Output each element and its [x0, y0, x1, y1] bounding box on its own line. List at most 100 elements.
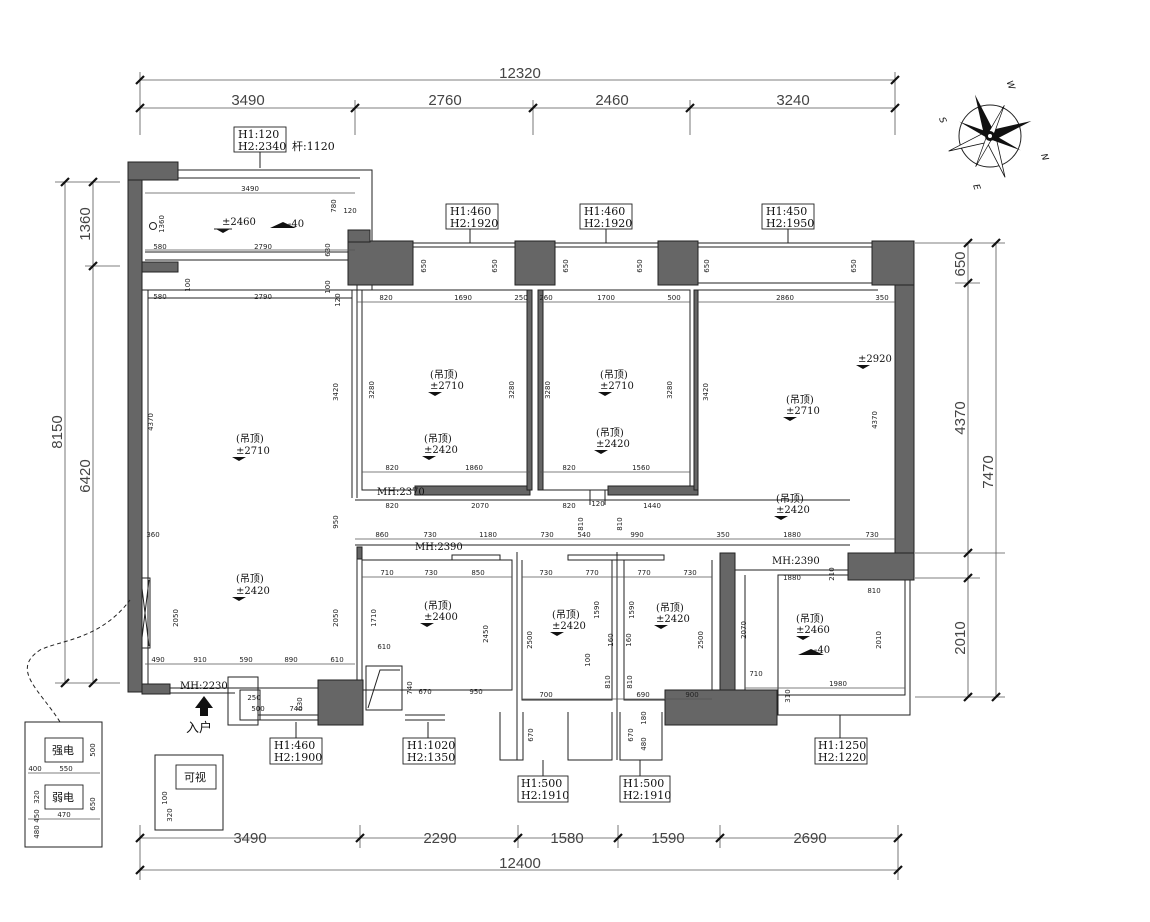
level-marker-icon — [232, 597, 246, 601]
small-dim: 670 — [527, 728, 535, 741]
small-dim: 610 — [330, 656, 343, 664]
small-dim: 650 — [89, 797, 97, 810]
small-dim: 180 — [640, 711, 648, 724]
small-dim: 650 — [491, 259, 499, 272]
small-dim: 810 — [626, 675, 634, 688]
small-dim: 120 — [343, 207, 356, 215]
entry-window-h2: H2:1900 — [274, 751, 322, 764]
small-dim: 650 — [850, 259, 858, 272]
level-marker-icon — [598, 392, 612, 396]
compass-north: N — [1038, 152, 1050, 162]
small-dim: 950 — [469, 688, 482, 696]
small-dim: 910 — [193, 656, 206, 664]
small-dim: 1180 — [479, 531, 497, 539]
small-dim: 740 — [406, 681, 414, 694]
right-dim-2: 4370 — [952, 401, 969, 434]
small-dim: 250 — [247, 694, 260, 702]
small-dim: 500 — [667, 294, 680, 302]
bath2-ceiling-label: (吊顶) — [656, 602, 684, 614]
right-total-dim: 7470 — [980, 455, 997, 488]
small-dim: 710 — [749, 670, 762, 678]
small-dim: 100 — [161, 791, 169, 804]
bottom-dim-1: 3490 — [233, 830, 266, 847]
level-marker-icon — [774, 516, 788, 520]
small-dim: 350 — [875, 294, 888, 302]
top-dimension-chain: 12320 3490 2760 2460 3240 — [135, 65, 900, 135]
kitchen-window-h2: H2:1350 — [407, 751, 455, 764]
left-dim-1: 1360 — [77, 207, 94, 240]
compass-west: W — [1004, 79, 1017, 92]
small-dim: 950 — [332, 515, 340, 528]
bath1-window-h2: H2:1910 — [521, 789, 569, 802]
small-dim: 4370 — [147, 413, 155, 431]
small-dim: 550 — [59, 765, 72, 773]
small-dim: 2070 — [740, 621, 748, 639]
right-dim-3: 2010 — [952, 621, 969, 654]
bed2-door-height: MH:2370 — [377, 487, 425, 498]
bed2-ceiling-label: (吊顶) — [430, 369, 458, 381]
small-dim: 3280 — [666, 381, 674, 399]
master-level-top: ±2710 — [786, 406, 820, 417]
small-dim: 690 — [636, 691, 649, 699]
bed2-window-h1: H1:460 — [450, 205, 491, 218]
small-dim: 820 — [385, 464, 398, 472]
kitchen-ceiling-label: (吊顶) — [424, 600, 452, 612]
weak-power-label: 弱电 — [52, 791, 74, 804]
small-dim: 900 — [685, 691, 698, 699]
small-dim: 1590 — [593, 601, 601, 619]
small-dim: 990 — [630, 531, 643, 539]
bottom-dim-3: 1580 — [550, 830, 583, 847]
door-heights: MH:2230 MH:2370 MH:2390 MH:2390 — [180, 487, 820, 692]
level-marker-icon — [796, 636, 810, 640]
small-dim: 3280 — [368, 381, 376, 399]
small-dim: 630 — [296, 697, 304, 710]
top-dim-4: 3240 — [776, 92, 809, 109]
small-dim: 120 — [591, 500, 604, 508]
small-dim: 1710 — [370, 609, 378, 627]
small-dim: 780 — [330, 199, 338, 212]
bath1-window-h1: H1:500 — [521, 777, 562, 790]
level-marker-icon — [654, 625, 668, 629]
small-dim: 820 — [379, 294, 392, 302]
kitchen-door-height: MH:2390 — [415, 542, 463, 553]
level-marker-icon — [594, 450, 608, 454]
small-dim: 820 — [562, 464, 575, 472]
compass-east: E — [970, 183, 981, 192]
small-dim: 730 — [539, 569, 552, 577]
kitchen-level: ±2400 — [424, 612, 458, 623]
level-marker-icon — [428, 392, 442, 396]
interior-lines — [139, 169, 911, 761]
master-window-h2: H2:1950 — [766, 217, 814, 230]
small-dim: 890 — [284, 656, 297, 664]
top-dim-2: 2760 — [428, 92, 461, 109]
bath1-ceiling-label: (吊顶) — [552, 609, 580, 621]
level-marker-icon — [232, 457, 246, 461]
entrance-arrow-icon — [195, 696, 213, 716]
small-dim: 100 — [184, 278, 192, 291]
small-dim: 650 — [703, 259, 711, 272]
small-dim: 500 — [251, 705, 264, 713]
electrical-panel: 强电 弱电 可视 — [24, 599, 224, 848]
small-dim: 730 — [424, 569, 437, 577]
small-dim: 450 — [33, 809, 41, 822]
small-dim: 1860 — [465, 464, 483, 472]
small-dim: 770 — [585, 569, 598, 577]
small-dimensions: 3490 1360 780 120 580 2790 630 100 580 2… — [28, 185, 905, 839]
small-dim: 820 — [385, 502, 398, 510]
top-dim-1: 3490 — [231, 92, 264, 109]
small-dim: 1590 — [628, 601, 636, 619]
hall-level: ±2420 — [776, 505, 810, 516]
small-dim: 2500 — [526, 631, 534, 649]
small-dim: 360 — [146, 531, 159, 539]
small-dim: 810 — [867, 587, 880, 595]
level-marker-icon — [422, 456, 436, 460]
balcony-window-h1: H1:120 — [238, 128, 279, 141]
living-level: ±2710 — [236, 446, 270, 457]
small-dim: 730 — [540, 531, 553, 539]
small-dim: 3280 — [544, 381, 552, 399]
compass-rose-icon: N S W E — [936, 79, 1050, 192]
small-dim: 610 — [377, 643, 390, 651]
small-dim: 3490 — [241, 185, 259, 193]
bottom-dim-5: 2690 — [793, 830, 826, 847]
